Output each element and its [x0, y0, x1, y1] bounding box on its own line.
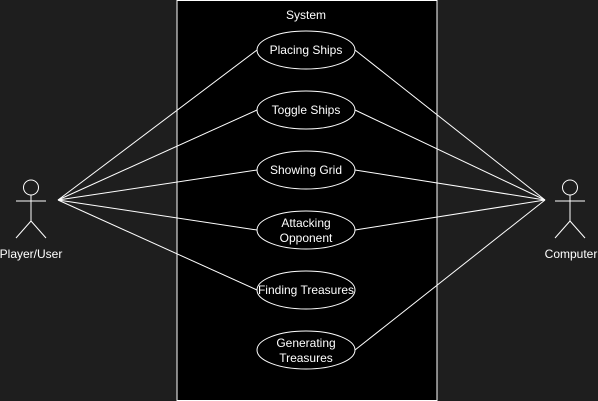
association-line [57, 199, 258, 291]
stick-figure-icon [15, 179, 47, 239]
use-case-ellipse [256, 330, 356, 370]
use-case-placing-ships[interactable]: Placing Ships [256, 30, 356, 70]
stick-figure-icon [554, 179, 586, 239]
association-line [57, 169, 258, 201]
use-case-label: Showing Grid [270, 163, 342, 177]
use-case-finding-treasures[interactable]: Finding Treasures [256, 270, 356, 310]
use-case-ellipse [256, 210, 356, 250]
use-case-label: Toggle Ships [272, 103, 341, 117]
actor-label: Player/User [0, 247, 62, 261]
actor-player-user[interactable]: Player/User [0, 179, 62, 261]
association-line [354, 49, 546, 201]
use-case-showing-grid[interactable]: Showing Grid [256, 150, 356, 190]
association-line [354, 169, 546, 201]
use-case-label: Placing Ships [270, 43, 343, 57]
use-case-toggle-ships[interactable]: Toggle Ships [256, 90, 356, 130]
association-line [57, 199, 258, 231]
use-case-ellipse [256, 150, 356, 190]
actor-label: Computer [545, 247, 598, 261]
use-case-label: Finding Treasures [258, 283, 354, 297]
use-case-label: Generating [276, 336, 335, 350]
use-case-label: Attacking [281, 216, 330, 230]
association-line [354, 199, 546, 351]
association-line [57, 109, 258, 201]
system-title: System [286, 8, 326, 22]
use-case-label: Opponent [280, 231, 333, 245]
association-line [354, 199, 546, 231]
use-case-label: Treasures [279, 351, 333, 365]
use-case-ellipse [256, 270, 356, 310]
use-case-ellipse [256, 90, 356, 130]
association-line [57, 49, 258, 201]
association-line [354, 109, 546, 201]
use-case-ellipse [256, 30, 356, 70]
actor-computer[interactable]: Computer [545, 179, 598, 261]
association-lines [57, 49, 546, 351]
